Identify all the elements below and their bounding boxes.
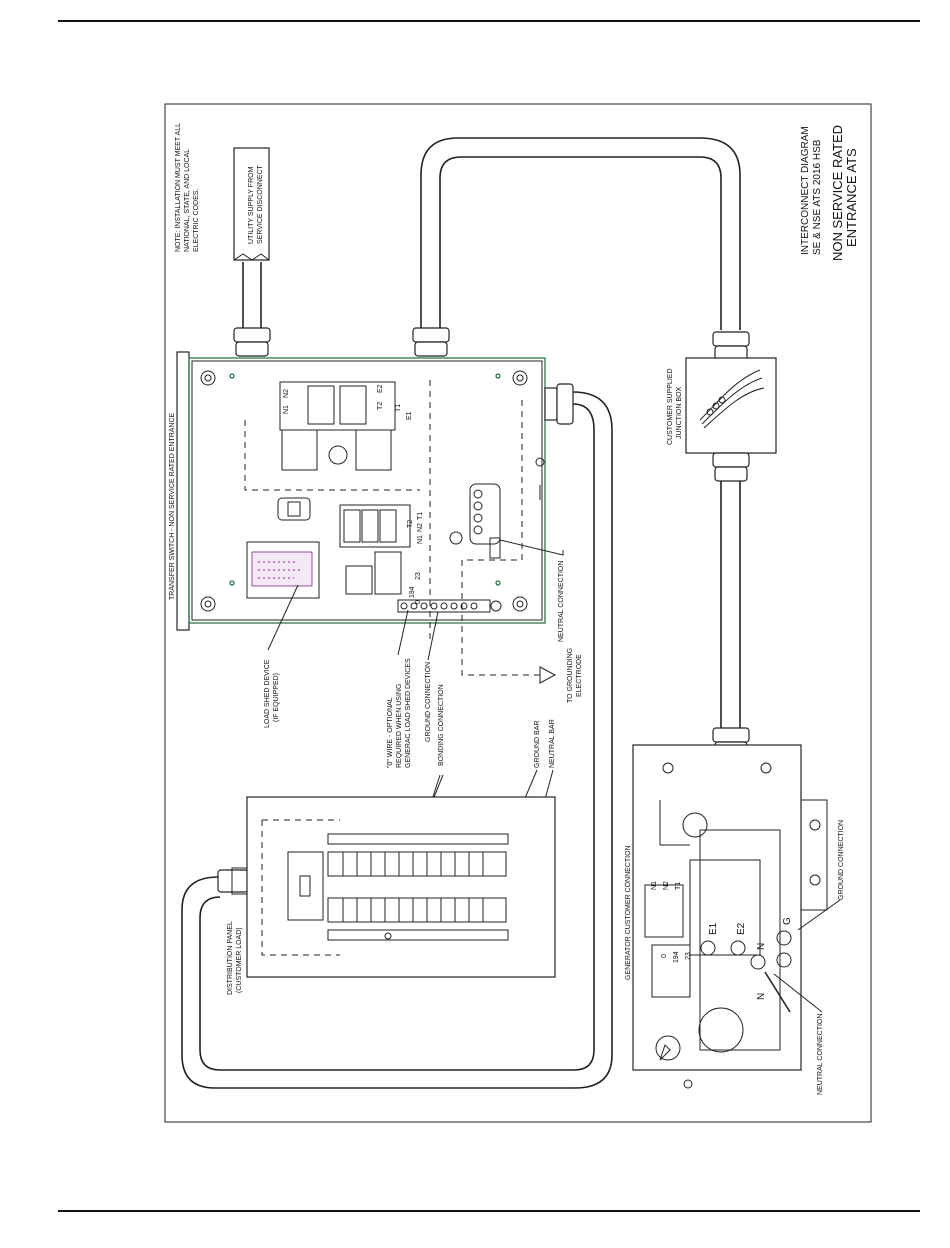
ground-bar-text: GROUND BAR	[534, 721, 541, 768]
ts-cont-t1: T1	[417, 512, 424, 520]
lower-conduit-loops	[181, 391, 613, 1089]
bottom-rule	[58, 1210, 920, 1212]
title-line3: NON SERVICE RATED	[830, 125, 845, 261]
grounding-line2: ELECTRODE	[576, 654, 583, 697]
ground-bar-callout: GROUND BAR	[534, 721, 541, 768]
ts-cont-t2: T2	[407, 520, 414, 528]
installation-note: NOTE: INSTALLATION MUST MEET ALL NATIONA…	[175, 123, 200, 252]
neutral-connection-text: NEUTRAL CONNECTION	[558, 561, 565, 642]
utility-tag: UTILITY SUPPLY FROM SERVICE DISCONNECT	[248, 164, 264, 244]
ground-connection-text: GROUND CONNECTION	[425, 662, 432, 742]
gen-block2-194: 194	[673, 951, 680, 963]
title-line4: ENTRANCE ATS	[844, 148, 859, 247]
note-line1: NOTE: INSTALLATION MUST MEET ALL	[175, 123, 182, 252]
ts-term-e1: E1	[406, 411, 413, 420]
ts-aux-23: 23	[415, 572, 422, 580]
gen-ground-text: GROUND CONNECTION	[838, 820, 845, 900]
generator-terminal-labels: E1 E2 N N G N1 N2 T1 0 194 23	[651, 881, 793, 1000]
gen-term-e1: E1	[708, 922, 719, 935]
junction-box	[685, 357, 777, 757]
gen-block2-23: 23	[685, 952, 692, 960]
ground-connection-callout: GROUND CONNECTION	[425, 662, 432, 742]
utility-line1: UTILITY SUPPLY FROM	[248, 166, 255, 244]
neutral-bar-callout: NEUTRAL BAR	[549, 719, 556, 768]
utility-line2: SERVICE DISCONNECT	[257, 164, 264, 244]
title-block: INTERCONNECT DIAGRAM SE & NSE ATS 2016 H…	[800, 125, 859, 261]
bonding-connection-callout: BONDING CONNECTION	[438, 684, 445, 766]
generator-text: GENERATOR CUSTOMER CONNECTION	[625, 845, 632, 980]
top-rule	[58, 20, 920, 22]
ts-term-t2: T2	[377, 402, 384, 410]
transfer-switch-enclosure	[176, 351, 574, 676]
distribution-line2: (CUSTOMER LOAD)	[236, 927, 243, 993]
gen-block1-n1: N1	[651, 881, 658, 890]
gen-ground-callout: GROUND CONNECTION	[838, 820, 845, 900]
gen-block1-n2: N2	[663, 881, 670, 890]
title-line2: SE & NSE ATS 2016 HSB	[812, 139, 823, 255]
gen-term-n-lower: N	[756, 993, 767, 1000]
grounding-electrode-callout: TO GROUNDING ELECTRODE	[567, 648, 583, 703]
grounding-line1: TO GROUNDING	[567, 648, 574, 703]
distribution-panel	[217, 796, 556, 978]
distribution-line1: DISTRIBUTION PANEL	[227, 921, 234, 995]
generator-callout: GENERATOR CUSTOMER CONNECTION	[625, 845, 632, 980]
gen-neutral-callout: NEUTRAL CONNECTION	[817, 1014, 824, 1095]
diagram-frame	[164, 103, 872, 1123]
y-wire-callout: "0" WIRE - OPTIONAL REQUIRED WHEN USING …	[387, 658, 412, 768]
neutral-connection-callout: NEUTRAL CONNECTION	[558, 561, 565, 642]
ts-aux-0: 0	[415, 600, 422, 604]
ts-term-e2: E2	[377, 384, 384, 393]
transfer-switch-title: TRANSFER SWITCH - NON SERVICE RATED ENTR…	[169, 412, 176, 600]
top-conduit-loop	[412, 137, 750, 361]
ts-aux-194: 194	[409, 586, 416, 598]
gen-block1-t1: T1	[675, 882, 682, 890]
ts-cont-n2: N2	[417, 523, 424, 532]
ts-cont-n1: N1	[417, 535, 424, 544]
note-line3: ELECTRIC CODES.	[193, 189, 200, 252]
distribution-panel-callout: DISTRIBUTION PANEL (CUSTOMER LOAD)	[227, 921, 243, 995]
ts-term-t1: T1	[395, 404, 402, 412]
ts-term-n2: N2	[283, 389, 290, 398]
gen-block2-0: 0	[661, 954, 668, 958]
title-line1: INTERCONNECT DIAGRAM	[800, 126, 811, 255]
junction-line2: JUNCTION BOX	[676, 387, 683, 439]
load-shed-line2: (IF EQUIPPED)	[273, 673, 280, 722]
bonding-connection-text: BONDING CONNECTION	[438, 684, 445, 766]
generator-box	[632, 744, 841, 1089]
y-wire-line3: GENERAC LOAD SHED DEVICES	[405, 658, 412, 768]
gen-term-n-upper: N	[756, 943, 767, 950]
y-wire-line1: "0" WIRE - OPTIONAL	[387, 697, 394, 768]
ts-top-terminals: E2 T2 T1 E1 N1 N2 T1 N2 N1 T2 23 194 0	[283, 384, 424, 604]
gen-term-g: G	[782, 917, 793, 925]
gen-neutral-text: NEUTRAL CONNECTION	[817, 1014, 824, 1095]
junction-line1: CUSTOMER SUPPLIED	[667, 369, 674, 446]
junction-label: CUSTOMER SUPPLIED JUNCTION BOX	[667, 369, 683, 446]
note-line2: NATIONAL, STATE, AND LOCAL	[184, 149, 191, 252]
ts-term-n1: N1	[283, 405, 290, 414]
load-shed-line1: LOAD SHED DEVICE	[264, 659, 271, 728]
load-shed-callout: LOAD SHED DEVICE (IF EQUIPPED)	[264, 659, 280, 728]
neutral-bar-text: NEUTRAL BAR	[549, 719, 556, 768]
transfer-switch-label: TRANSFER SWITCH - NON SERVICE RATED ENTR…	[169, 412, 176, 600]
utility-conduit	[233, 147, 271, 357]
y-wire-line2: REQUIRED WHEN USING	[396, 684, 403, 768]
gen-term-e2: E2	[736, 922, 747, 935]
